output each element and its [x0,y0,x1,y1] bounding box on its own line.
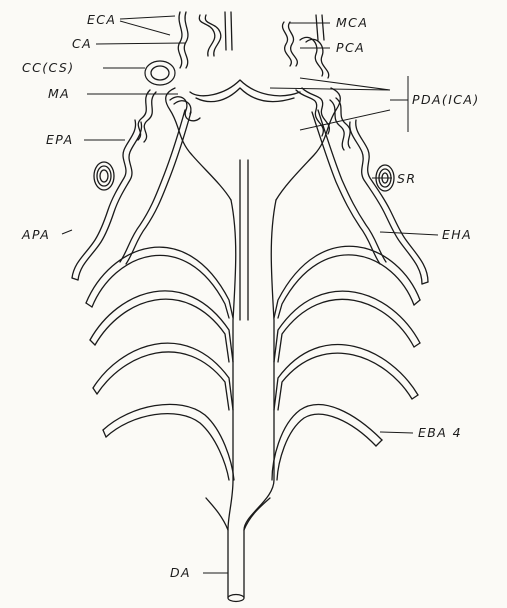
label-pda: PDA(ICA) [412,92,480,107]
branchial-arch-3 [93,343,418,410]
left-lateral-vessels [72,110,191,280]
spiral-region-left [94,162,114,190]
label-mca: MCA [336,15,368,30]
dorsal-aorta [206,160,276,602]
label-apa: APA [21,227,50,242]
carotid-sinus-left [145,61,175,85]
branchial-arch-1 [86,246,420,318]
label-pca: PCA [336,40,365,55]
label-eha: EHA [442,227,472,242]
paired-dorsal-aortae [166,80,341,200]
cephalic-arteries [138,12,350,150]
branchial-arch-4 [103,404,382,480]
label-eba-4: EBA 4 [418,425,462,440]
label-ma: MA [48,86,70,101]
aorta-opening [228,595,244,602]
label-da: DA [170,565,191,580]
branchial-arches [86,246,420,480]
label-sr: SR [397,171,416,186]
label-cc: CC(CS) [22,60,75,75]
label-eca: ECA [87,12,116,27]
leader-lines [62,16,438,573]
label-epa: EPA [46,132,74,147]
label-ca: CA [72,36,92,51]
